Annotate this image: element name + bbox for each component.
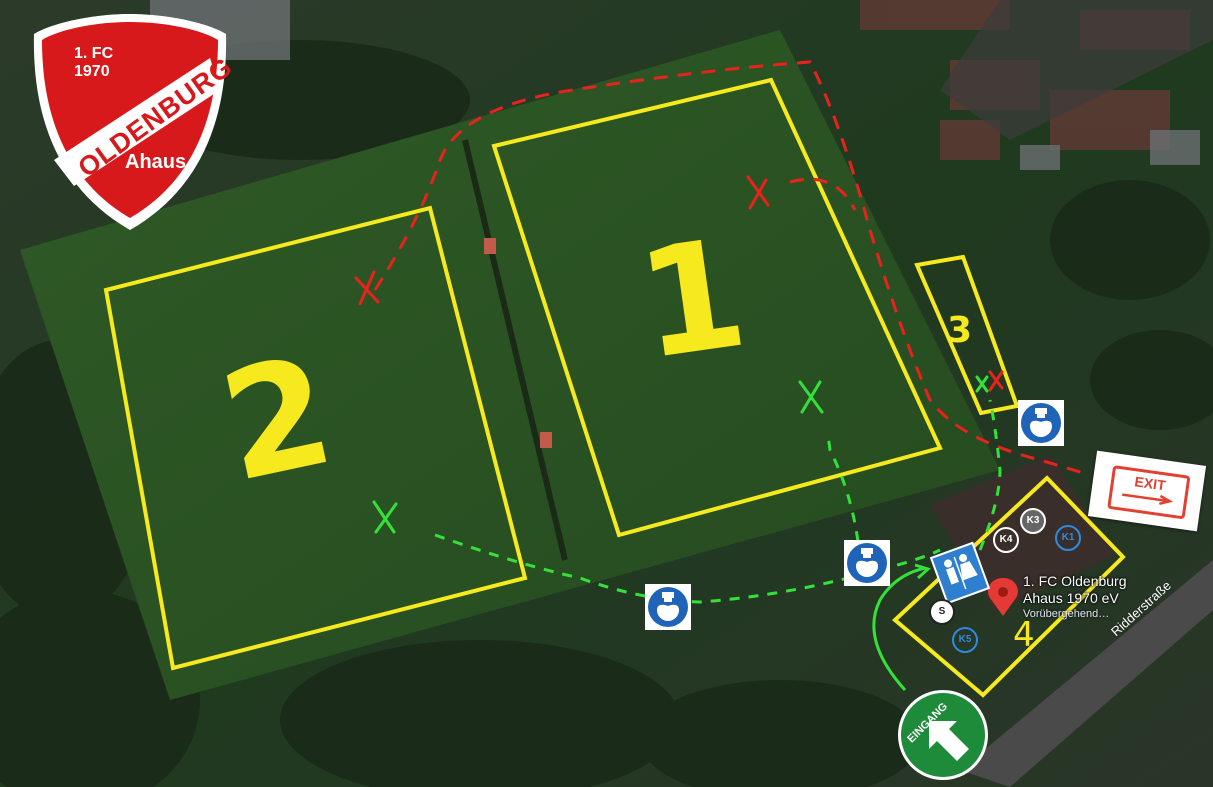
arrow-right-icon (1122, 493, 1174, 506)
entrance-sign: EINGANG (898, 690, 988, 780)
place-status: Vorübergehend… (1023, 608, 1110, 620)
hand-sanitizer-icon (645, 584, 691, 630)
field-4-label: 4 (1013, 615, 1035, 655)
arrow-up-left-icon (929, 721, 969, 761)
logo-line2: 1970 (74, 63, 110, 80)
hand-sanitizer-icon (1018, 400, 1064, 446)
club-logo: 1. FC 1970 OLDENBURG Ahaus (30, 10, 238, 234)
station-k1-badge: K1 (1055, 525, 1081, 551)
field-1-outline (491, 77, 943, 538)
exit-sign: EXIT (1087, 450, 1207, 532)
logo-city: Ahaus (125, 151, 187, 173)
station-s-badge: S (929, 599, 955, 625)
place-title-line2: Ahaus 1970 eV (1023, 590, 1119, 606)
logo-line1: 1. FC (74, 45, 114, 62)
station-k4-badge: K4 (993, 527, 1019, 553)
field-2-outline (103, 205, 528, 671)
station-k3-badge: K3 (1020, 508, 1046, 534)
station-k5-badge: K5 (952, 627, 978, 653)
place-title-line1: 1. FC Oldenburg (1023, 573, 1127, 589)
field-3-outline (914, 254, 1020, 416)
field-1-label: 1 (628, 206, 756, 394)
place-title[interactable]: 1. FC Oldenburg Ahaus 1970 eV (1023, 573, 1127, 607)
field-3-label: 3 (947, 310, 973, 351)
hand-sanitizer-icon (844, 540, 890, 586)
restroom-icon (929, 541, 991, 605)
field-4-outline (891, 475, 1126, 698)
map-pin-icon (988, 578, 1018, 616)
